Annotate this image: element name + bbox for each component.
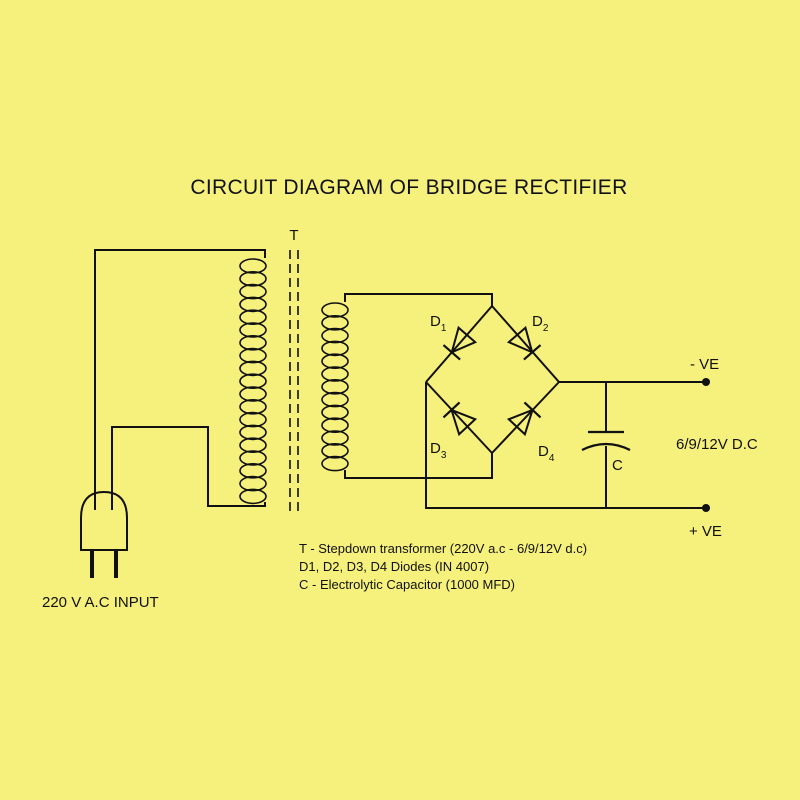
coil-turn [239,283,267,300]
coil-turn [239,462,267,479]
coil-turn [239,360,267,377]
diode-d2-icon [506,325,542,361]
coil-turn [239,322,267,338]
coil-turn [239,386,267,402]
secondary-winding [321,293,493,479]
coil-turn [321,302,349,318]
coil-turn [239,270,267,287]
coil-turn [321,391,349,408]
transformer-core [289,250,299,512]
diode-d1-label: D1 [430,313,447,334]
diode-d2-label: D2 [532,313,549,334]
coil-turn [321,327,349,344]
legend-line-capacitor: C - Electrolytic Capacitor (1000 MFD) [299,577,515,592]
coil-turn [239,398,267,415]
capacitor-label: C [612,457,623,474]
diode-d3-label: D3 [430,440,447,461]
legend-line-transformer: T - Stepdown transformer (220V a.c - 6/9… [299,541,587,556]
negative-terminal-dot-icon [702,378,710,386]
coil-turn [321,340,349,357]
coil-turn [321,366,349,382]
output-wiring [425,381,706,509]
coil-turn [239,334,267,351]
coil-turn [239,437,267,454]
primary-winding [94,249,267,510]
plug-icon [80,490,128,578]
diagram-title: CIRCUIT DIAGRAM OF BRIDGE RECTIFIER [190,176,627,199]
coil-turn [321,314,349,331]
coil-turn [239,296,267,313]
output-voltage-label: 6/9/12V D.C [676,436,758,453]
coil-turn [239,258,267,274]
coil-turn [239,424,267,441]
coil-turn [321,378,349,395]
diode-d4-icon [506,401,542,437]
negative-terminal-label: - VE [690,356,719,373]
transformer-label: T [289,227,298,244]
coil-turn [239,488,267,505]
legend: T - Stepdown transformer (220V a.c - 6/9… [299,541,587,592]
coil-turn [321,430,349,446]
input-label: 220 V A.C INPUT [42,594,159,611]
secondary-coil-icon [321,302,349,472]
coil-turn [239,309,267,326]
diode-d4-label: D4 [538,443,555,464]
coil-turn [239,450,267,466]
coil-turn [321,442,349,459]
positive-terminal-dot-icon [702,504,710,512]
primary-coil-icon [239,258,267,505]
capacitor-icon [581,430,631,451]
diode-d1-icon [442,325,478,361]
coil-turn [239,347,267,364]
legend-line-diodes: D1, D2, D3, D4 Diodes (IN 4007) [299,559,489,574]
coil-turn [321,353,349,370]
coil-turn [239,411,267,428]
coil-turn [321,455,349,472]
bridge [425,305,560,454]
coil-turn [321,404,349,421]
coil-turn [239,475,267,492]
coil-turn [239,373,267,390]
diode-d3-icon [442,401,478,437]
positive-terminal-label: + VE [689,523,722,540]
coil-turn [321,417,349,434]
